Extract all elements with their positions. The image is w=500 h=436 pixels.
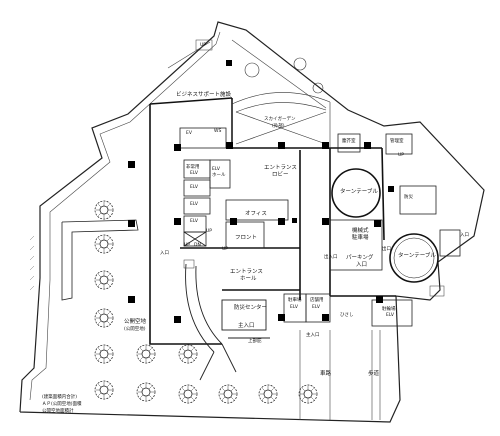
public-space-sub: (公開空地)	[124, 327, 146, 332]
disaster-center-label: 防災センター	[234, 305, 268, 311]
tree-icon	[94, 308, 114, 328]
shop-elv-label-2: ELV	[312, 305, 320, 310]
building-walls	[149, 97, 396, 345]
bicycle-label-2: ELV	[386, 313, 394, 318]
entrance-lobby-label-2: ロビー	[272, 172, 289, 178]
tree-icon	[94, 270, 114, 290]
parking-entrance-label: パーキング	[346, 255, 374, 261]
parking-elv-label: 駐車場	[288, 298, 302, 303]
side-entrance-label: 入口	[160, 251, 169, 256]
entrance-hall-label-2: ホール	[240, 276, 257, 282]
tree-icon	[178, 344, 198, 364]
mgmt-label: 管理室	[390, 139, 404, 144]
office-label: オフィス	[245, 211, 267, 217]
stair-up-5: UP	[200, 43, 207, 48]
canopy-label: 上部庇	[248, 339, 262, 344]
parking-elv-label-2: ELV	[290, 305, 298, 310]
turntable-2-label: ターンテーブル	[398, 253, 436, 259]
entry-label: 入口	[460, 233, 469, 238]
note-3: 公開空地面積計	[42, 409, 74, 414]
turntables	[331, 168, 439, 283]
bicycle-label: 駐輪場	[382, 307, 396, 312]
shop-elv-label: 店舗用	[310, 298, 324, 303]
stair-up-1: UP	[206, 229, 213, 234]
inner-boundary	[29, 31, 327, 401]
emergency-elv-label: 非常用	[186, 165, 200, 170]
sky-garden-sub: (外部)	[272, 124, 285, 129]
stair-up-2: UP	[184, 243, 191, 248]
tree-icon	[298, 384, 318, 404]
right-rooms	[283, 133, 461, 327]
stair-dn-1: DN	[194, 243, 201, 248]
front-label: フロント	[235, 235, 258, 241]
core-left	[179, 127, 289, 249]
stairs	[183, 39, 445, 297]
tree-icon	[94, 200, 114, 220]
sidewalk-label: 歩道	[368, 371, 380, 377]
exit-label: 出口	[382, 247, 391, 252]
trees	[94, 200, 318, 404]
sky-garden-label: スカイガーデン	[264, 117, 296, 122]
stair-up-4: UP	[398, 153, 405, 158]
road	[299, 330, 381, 420]
tree-icon	[94, 344, 114, 364]
entrance-ramp	[185, 263, 270, 381]
tree-icon	[178, 384, 198, 404]
mechanical-parking-label: 機械式	[352, 228, 369, 234]
public-space-label: 公開空地	[124, 319, 147, 325]
parking-exit-label: 出入口	[324, 255, 338, 260]
ws-label: WS	[214, 129, 222, 134]
note-1: (建築面積内合計)	[42, 395, 78, 400]
tree-icon	[136, 344, 156, 364]
tree-icon	[136, 382, 156, 402]
elv-hall-label: ELV	[212, 167, 220, 172]
tree-icon	[94, 234, 114, 254]
note-2: ＡＰ(公開空地)面積	[42, 402, 82, 407]
columns	[128, 60, 394, 323]
ramp	[61, 219, 139, 301]
entrance-lobby-label: エントランス	[264, 165, 297, 171]
parking-entrance-label-2: 入口	[356, 262, 368, 268]
edge-hatch	[29, 235, 35, 291]
emergency-elv-label-2: ELV	[190, 171, 198, 176]
mechanical-parking-label-2: 駐車場	[352, 235, 369, 241]
elv-2-label: ELV	[190, 202, 198, 207]
sky-garden	[231, 57, 331, 148]
site-boundary	[19, 21, 485, 423]
canopy-label-2: ひさし	[340, 313, 354, 318]
elv-3-label: ELV	[190, 219, 198, 224]
elv-hall-label-2: ホール	[212, 173, 226, 178]
sub-entrance-label: 主入口	[306, 333, 320, 338]
disaster-room-label: 防災	[404, 195, 413, 200]
tree-icon	[258, 384, 278, 404]
tree-icon	[94, 380, 114, 400]
ev-label: EV	[186, 131, 192, 136]
turntable-1-label: ターンテーブル	[340, 189, 378, 195]
elv-1-label: ELV	[190, 185, 198, 190]
tree-icon	[218, 384, 238, 404]
stair-up-3: UP	[222, 247, 229, 252]
entrance-hall-label: エントランス	[230, 269, 263, 275]
roadway-label: 車路	[320, 371, 332, 377]
main-entrance-label: 主入口	[238, 323, 255, 329]
business-support-label: ビジネスサポート施設	[176, 92, 232, 98]
garbage-room-label: 塵芥室	[342, 139, 356, 144]
